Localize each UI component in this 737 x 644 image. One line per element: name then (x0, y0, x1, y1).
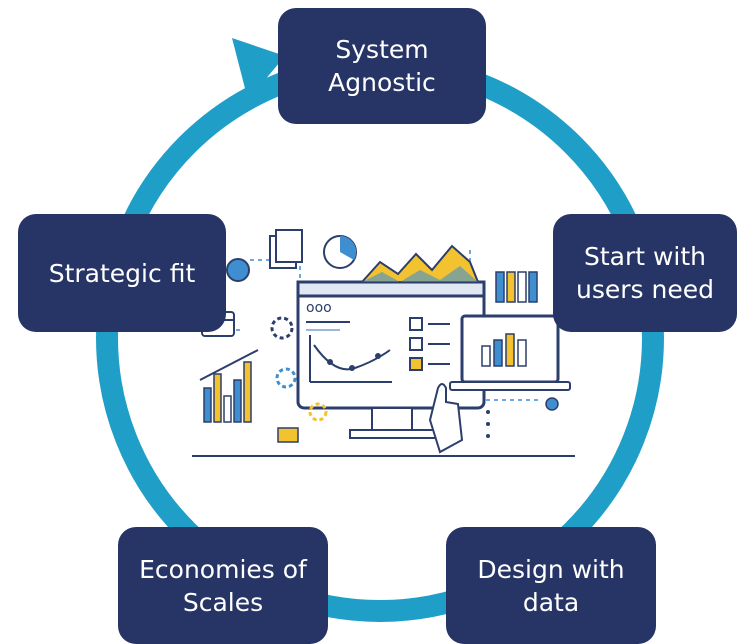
stage-label: System Agnostic (328, 35, 436, 97)
stage-label: Strategic fit (48, 258, 196, 288)
stage-label: Start with users need (576, 242, 714, 304)
stage-system-agnostic: System Agnostic (278, 8, 486, 124)
stage-design-with-data: Design with data (446, 527, 656, 644)
arrowhead-icon (232, 38, 285, 100)
svg-text:ooo: ooo (306, 300, 332, 316)
stage-strategic-fit: Strategic fit (18, 214, 226, 332)
stage-label: Design with data (477, 554, 625, 617)
stage-label: Economies of Scales (139, 554, 307, 617)
analytics-illustration: ooo (192, 229, 575, 457)
stage-economies-of-scales: Economies of Scales (118, 527, 328, 644)
stage-start-with-users-need: Start with users need (553, 214, 737, 332)
